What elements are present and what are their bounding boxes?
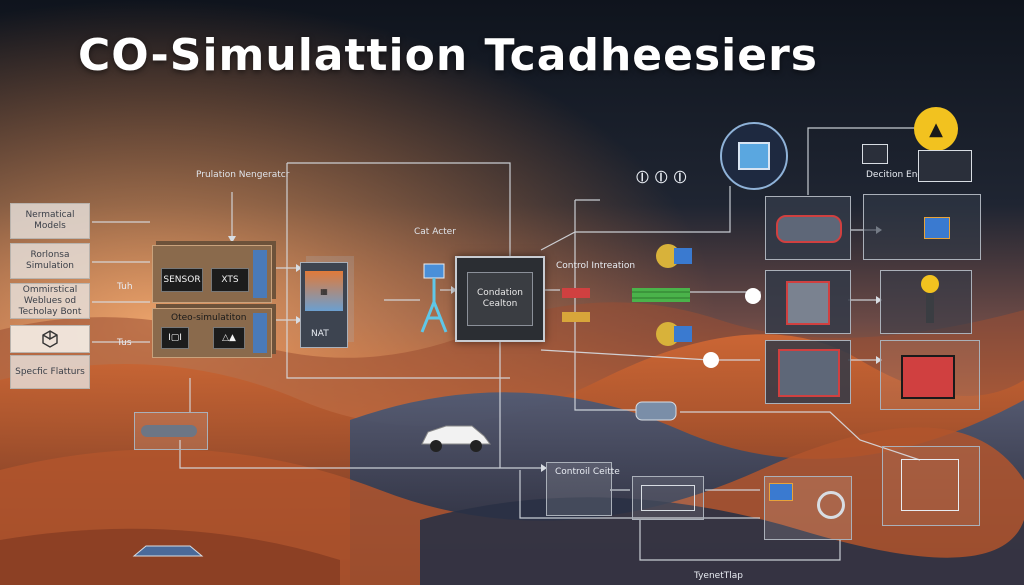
side-label-a: Tuh — [117, 282, 133, 292]
cosim-display-1: I▢I — [161, 327, 189, 349]
bulb-icon — [921, 275, 939, 293]
panel-frame[interactable] — [882, 446, 980, 526]
panel-actuator[interactable] — [880, 340, 980, 410]
nat-screen: ▦ — [305, 271, 343, 311]
cosim-label: Oteo-simulatiton — [171, 313, 247, 323]
panel-machines[interactable] — [863, 194, 981, 260]
panel-shaft[interactable] — [134, 412, 208, 450]
wheel-icon — [817, 491, 845, 519]
printer-icon — [862, 144, 888, 164]
panel-mechanism[interactable] — [632, 476, 704, 520]
panel-controil[interactable]: Controil Ceitte — [546, 462, 620, 516]
panel-engine[interactable] — [765, 196, 851, 260]
monitor-icon — [720, 122, 788, 190]
side-label-b: Tus — [117, 338, 132, 348]
sensor-display: SENSOR — [161, 268, 203, 292]
vehicle-chassis-icon — [132, 545, 204, 557]
sidebar-item-label: Ommirstical Weblues od Techolay Bont — [18, 284, 82, 317]
warning-icon: ▲ — [914, 107, 958, 151]
drive-icon — [778, 349, 840, 397]
engine-icon — [776, 215, 842, 243]
decition-label: Decition Engiresck — [866, 170, 950, 180]
cube-tile — [10, 325, 90, 353]
prulation-label: Prulation Nengeratcr — [196, 170, 290, 180]
robot-arm-icon — [420, 263, 448, 333]
page-title: CO-Simulattion Tcadheesiers — [78, 30, 818, 81]
car-icon — [421, 425, 491, 452]
control-center[interactable]: Condation Cealton — [455, 256, 545, 342]
sidebar-item-simulation[interactable]: Rorlonsa Simulation — [10, 243, 90, 279]
sphere-icons: ⦶ ⦶ ⦶ — [636, 167, 687, 188]
frame-icon — [901, 459, 959, 511]
motor-icon-2 — [656, 322, 692, 346]
screen-icon — [769, 483, 793, 501]
panel-robot[interactable] — [765, 270, 851, 334]
nat-module[interactable]: ▦ NAT — [300, 262, 348, 348]
gearbox-icon — [635, 401, 677, 421]
mechanism-icon — [641, 485, 695, 511]
cube-icon — [42, 330, 58, 348]
control-center-label: Condation Cealton — [467, 272, 533, 326]
sidebar-item-numerical-models[interactable]: Nermatical Models — [10, 203, 90, 239]
sidebar-item-specific-features[interactable]: Specfic Flatturs — [10, 355, 90, 389]
side-panel — [253, 250, 267, 298]
sidebar-item-label: Specfic Flatturs — [15, 366, 85, 377]
machine-icon — [924, 217, 950, 239]
panel-drive[interactable] — [765, 340, 851, 404]
sidebar-item-weblues[interactable]: Ommirstical Weblues od Techolay Bont — [10, 283, 90, 319]
panel-bulb[interactable] — [880, 270, 972, 334]
panel-assembly[interactable] — [764, 476, 852, 540]
motor-icon — [656, 244, 692, 268]
side-panel — [253, 313, 267, 353]
xts-display: XTS — [211, 268, 249, 292]
shaft-icon — [141, 425, 197, 437]
control-intreation-label: Control Intreation — [556, 261, 636, 271]
controil-label: Controil Ceitte — [555, 467, 620, 477]
sidebar-item-label: Rorlonsa Simulation — [26, 250, 74, 271]
xts-module[interactable]: SENSOR XTS — [152, 245, 272, 303]
cable-harness-icon — [632, 288, 690, 302]
cosim-module[interactable]: Oteo-simulatiton I▢I △▲ — [152, 308, 272, 358]
cosim-display-2: △▲ — [213, 327, 245, 349]
cat-acter-label: Cat Acter — [414, 227, 456, 237]
device-icon — [918, 150, 972, 182]
tyenet-label: TyenetTlap — [694, 571, 743, 581]
robot-icon — [786, 281, 830, 325]
nat-label: NAT — [311, 329, 329, 339]
actuator-box-icon — [901, 355, 955, 399]
actuator-icon — [562, 288, 590, 322]
sidebar-item-label: Nermatical Models — [25, 210, 75, 231]
